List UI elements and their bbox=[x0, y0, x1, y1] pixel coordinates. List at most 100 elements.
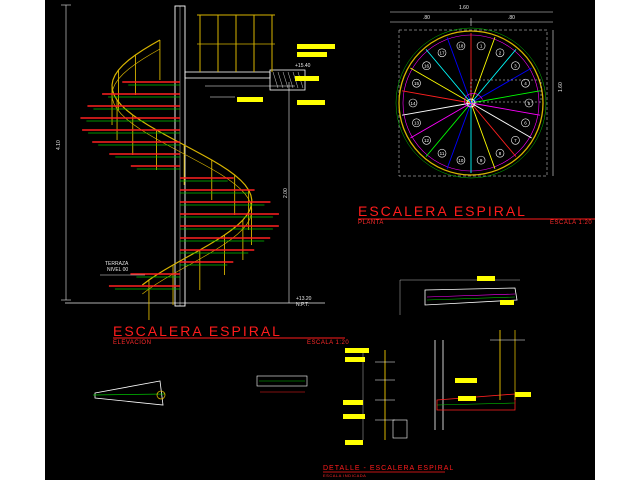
step-number-bubble bbox=[422, 61, 431, 71]
step-number: 6 bbox=[524, 121, 527, 126]
level-top-label: +15.40 bbox=[295, 63, 311, 69]
plan-step-edge bbox=[401, 90, 472, 104]
note-tag bbox=[345, 357, 365, 362]
step-number: 15 bbox=[414, 81, 420, 86]
step-number: 9 bbox=[480, 158, 483, 163]
beam-hatch bbox=[287, 71, 294, 89]
step-number-bubble bbox=[456, 155, 466, 165]
note-tag bbox=[295, 76, 319, 81]
plan-total-dimension: 1.60 bbox=[459, 5, 469, 11]
level-bottom-label: +13.20 bbox=[296, 296, 312, 302]
step-number: 2 bbox=[499, 51, 502, 56]
step-number: 5 bbox=[528, 101, 531, 106]
step-number-bubble bbox=[437, 48, 447, 58]
plan-right-dimension: .80 bbox=[508, 15, 515, 21]
note-tag bbox=[297, 52, 327, 57]
note-tag bbox=[345, 348, 369, 353]
detail-title: DETALLE - ESCALERA ESPIRAL bbox=[323, 465, 455, 472]
beam-hatch bbox=[277, 71, 284, 89]
note-tag bbox=[515, 392, 531, 397]
plan-step-edge bbox=[470, 102, 532, 139]
step-number-bubble bbox=[476, 41, 486, 51]
step-number-bubble bbox=[521, 78, 530, 88]
outer-ring bbox=[398, 30, 544, 176]
note-tag bbox=[297, 44, 335, 49]
npt-label: N.P.T. bbox=[296, 302, 309, 308]
step-number: 10 bbox=[458, 158, 464, 163]
step-number-bubble bbox=[495, 48, 505, 58]
step-profile bbox=[94, 380, 164, 406]
step-number-bubble bbox=[437, 148, 447, 158]
note-tag bbox=[458, 396, 476, 401]
step-number: 7 bbox=[514, 138, 517, 143]
step-number: 4 bbox=[524, 81, 527, 86]
bracket-detail bbox=[256, 375, 308, 387]
note-tag bbox=[297, 100, 325, 105]
column-section bbox=[156, 390, 166, 400]
beam-hatch bbox=[282, 71, 289, 89]
plan-title: ESCALERA ESPIRAL bbox=[358, 203, 527, 219]
step-number-bubble bbox=[511, 61, 520, 71]
step-number-bubble bbox=[511, 135, 520, 145]
plan-step-edge bbox=[470, 90, 541, 104]
handrail-ring bbox=[395, 27, 547, 179]
level-label: NIVEL 00 bbox=[107, 267, 129, 273]
note-tag bbox=[237, 97, 263, 102]
plan-step-edge bbox=[470, 102, 517, 157]
landing-slab bbox=[184, 71, 271, 79]
step-number-bubble bbox=[476, 155, 486, 165]
terrace-label: TERRAZA bbox=[105, 261, 129, 267]
plan-side-dimension: 1.60 bbox=[558, 82, 564, 92]
plan-scale: ESCALA 1:20 bbox=[550, 220, 593, 226]
tread-plan-detail-edge bbox=[426, 296, 516, 301]
plan-spiral bbox=[464, 93, 483, 107]
note-tag bbox=[455, 378, 477, 383]
tread-plan-detail-edge bbox=[426, 293, 516, 298]
plan-step-edge bbox=[470, 102, 541, 116]
step-number: 13 bbox=[414, 121, 420, 126]
step-number: 3 bbox=[514, 64, 517, 69]
tread-detail bbox=[436, 393, 516, 411]
note-tag bbox=[500, 300, 514, 305]
note-tag bbox=[343, 414, 365, 419]
step-number: 8 bbox=[499, 151, 502, 156]
detail-subtitle: ESCALA INDICADA bbox=[323, 473, 367, 478]
beam-hatch bbox=[272, 71, 279, 89]
note-tag bbox=[345, 440, 363, 445]
elevation-height-dimension: 4.10 bbox=[56, 140, 62, 150]
elevation-mid-dimension: 2.00 bbox=[283, 188, 289, 198]
elevation-scale: ESCALA 1:20 bbox=[307, 340, 350, 346]
tread-plan-detail bbox=[424, 287, 518, 306]
step-number-bubble bbox=[408, 98, 418, 108]
plan-landing bbox=[470, 79, 542, 103]
plan-subtitle: PLANTA bbox=[358, 220, 384, 226]
plan-step-edge bbox=[410, 67, 472, 104]
step-number-bubble bbox=[422, 135, 431, 145]
note-tag bbox=[477, 276, 495, 281]
plan-step-edge bbox=[425, 102, 472, 157]
tread-detail-edge bbox=[436, 402, 516, 406]
step-number: 18 bbox=[458, 44, 464, 49]
base-plate bbox=[392, 419, 408, 439]
step-number-bubble bbox=[521, 118, 530, 128]
step-number-bubble bbox=[412, 78, 421, 88]
step-number-bubble bbox=[495, 148, 505, 158]
step-number-bubble bbox=[412, 118, 421, 128]
elevation-title: ESCALERA ESPIRAL bbox=[113, 323, 282, 339]
plan-step-edge bbox=[425, 49, 472, 104]
step-number-bubble bbox=[456, 41, 466, 51]
elevation-subtitle: ELEVACION bbox=[113, 340, 152, 346]
plan-step-edge bbox=[401, 102, 472, 116]
step-number: 1 bbox=[480, 44, 483, 49]
plan-step-edge bbox=[470, 49, 517, 104]
plan-step-edge bbox=[446, 102, 472, 169]
step-profile-edge bbox=[92, 393, 166, 396]
note-tag bbox=[343, 400, 363, 405]
step-number: 17 bbox=[439, 51, 445, 56]
plan-step-edge bbox=[410, 102, 472, 139]
plan-step-edge bbox=[470, 102, 496, 169]
step-number: 16 bbox=[424, 64, 430, 69]
plan-left-dimension: .80 bbox=[423, 15, 430, 21]
